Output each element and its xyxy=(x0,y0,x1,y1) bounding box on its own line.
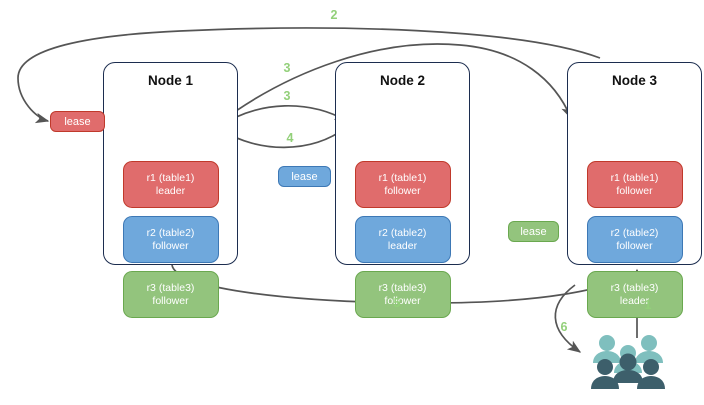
replica-r1[interactable]: r1 (table1) leader xyxy=(122,161,219,208)
replica-role: leader xyxy=(155,184,186,197)
replica-role: leader xyxy=(619,294,650,307)
person-front-left xyxy=(591,359,619,389)
lease-badge-blue[interactable]: lease xyxy=(278,166,331,187)
replica-r1[interactable]: r1 (table1) follower xyxy=(354,161,451,208)
replica-r2[interactable]: r2 (table2) follower xyxy=(122,216,219,263)
step-label-3-upper: 3 xyxy=(283,61,291,75)
replica-name: r1 (table1) xyxy=(378,171,427,184)
replica-name: r3 (table3) xyxy=(610,281,659,294)
person-front-center xyxy=(613,353,643,383)
replica-r3[interactable]: r3 (table3) follower xyxy=(122,271,219,318)
node-title: Node 2 xyxy=(379,73,425,88)
replica-name: r2 (table2) xyxy=(378,226,427,239)
node-container-node1[interactable]: Node 1 r1 (table1) leader r2 (table2) fo… xyxy=(103,62,238,318)
step-label-3-lower: 3 xyxy=(283,89,291,103)
person-front-right xyxy=(637,359,665,389)
node-title: Node 1 xyxy=(147,73,193,88)
edge-6 xyxy=(554,284,582,353)
replica-role: follower xyxy=(384,184,421,197)
node-container-node3[interactable]: Node 3 r1 (table1) follower r2 (table2) … xyxy=(567,62,702,318)
replica-role: leader xyxy=(387,239,418,252)
node-title: Node 3 xyxy=(611,73,657,88)
replica-role: follower xyxy=(152,294,189,307)
person-back-right xyxy=(635,335,663,363)
replica-r1[interactable]: r1 (table1) follower xyxy=(586,161,683,208)
replica-name: r1 (table1) xyxy=(146,171,195,184)
lease-badge-green[interactable]: lease xyxy=(508,221,559,242)
replica-role: follower xyxy=(152,239,189,252)
replica-name: r2 (table2) xyxy=(610,226,659,239)
replica-role: follower xyxy=(384,294,421,307)
lease-badge-red[interactable]: lease xyxy=(50,111,105,132)
clients-people-icon[interactable] xyxy=(590,333,666,391)
replica-name: r1 (table1) xyxy=(610,171,659,184)
replica-r3[interactable]: r3 (table3) follower xyxy=(354,271,451,318)
node-container-node2[interactable]: Node 2 r1 (table1) follower r2 (table2) … xyxy=(335,62,470,318)
step-label-4: 4 xyxy=(286,131,294,145)
step-label-1: 1 xyxy=(644,298,652,312)
step-label-2: 2 xyxy=(330,8,338,22)
step-label-6: 6 xyxy=(560,320,568,334)
replica-role: follower xyxy=(616,239,653,252)
replica-name: r3 (table3) xyxy=(378,281,427,294)
replica-name: r2 (table2) xyxy=(146,226,195,239)
replica-r2[interactable]: r2 (table2) leader xyxy=(354,216,451,263)
person-back-left xyxy=(593,335,621,363)
replica-role: follower xyxy=(616,184,653,197)
edge-3-lower xyxy=(219,105,349,127)
replica-name: r3 (table3) xyxy=(146,281,195,294)
replica-r2[interactable]: r2 (table2) follower xyxy=(586,216,683,263)
replica-r3[interactable]: r3 (table3) leader xyxy=(586,271,683,318)
step-label-5: 5 xyxy=(393,296,401,310)
